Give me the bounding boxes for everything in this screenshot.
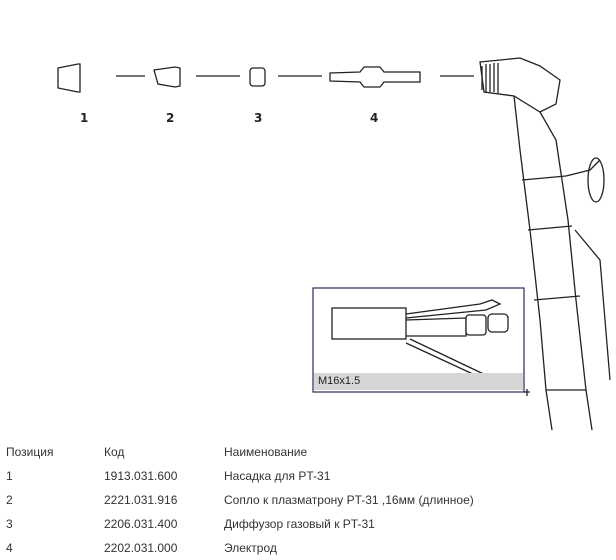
table-row: 4 2202.031.000 Электрод [0,536,614,560]
cell-name: Насадка для PT-31 [224,469,331,483]
table-row: 3 2206.031.400 Диффузор газовый к PT-31 [0,512,614,536]
cell-name: Электрод [224,541,277,555]
part-label-2: 2 [166,111,174,125]
cell-name: Диффузор газовый к PT-31 [224,517,375,531]
cell-name: Сопло к плазматрону PT-31 ,16мм (длинное… [224,493,474,507]
cell-code: 2206.031.400 [104,517,178,531]
part-label-1: 1 [80,111,88,125]
part-label-3: 3 [254,111,262,125]
cell-code: 1913.031.600 [104,469,178,483]
cell-position: 3 [6,517,13,531]
part-label-4: 4 [370,111,378,125]
header-position: Позиция [6,445,54,459]
part-1-nozzle-tip [57,63,81,93]
header-name: Наименование [224,445,308,459]
cell-position: 2 [6,493,13,507]
table-row: 1 1913.031.600 Насадка для PT-31 [0,464,614,488]
header-code: Код [104,445,125,459]
part-4-electrode [329,66,421,88]
part-2-nozzle [153,66,181,88]
cell-position: 4 [6,541,13,555]
part-3-diffuser [249,67,266,87]
exploded-parts-diagram: 1 2 3 4 [57,57,611,431]
cell-position: 1 [6,469,13,483]
table-header-row: Позиция Код Наименование [0,440,614,464]
parts-table: Позиция Код Наименование 1 1913.031.600 … [0,440,614,560]
cell-code: 2221.031.916 [104,493,178,507]
thread-size-label: M16x1.5 [314,373,523,390]
table-row: 2 2221.031.916 Сопло к плазматрону PT-31… [0,488,614,512]
torch-body [479,57,611,431]
cell-code: 2202.031.000 [104,541,178,555]
